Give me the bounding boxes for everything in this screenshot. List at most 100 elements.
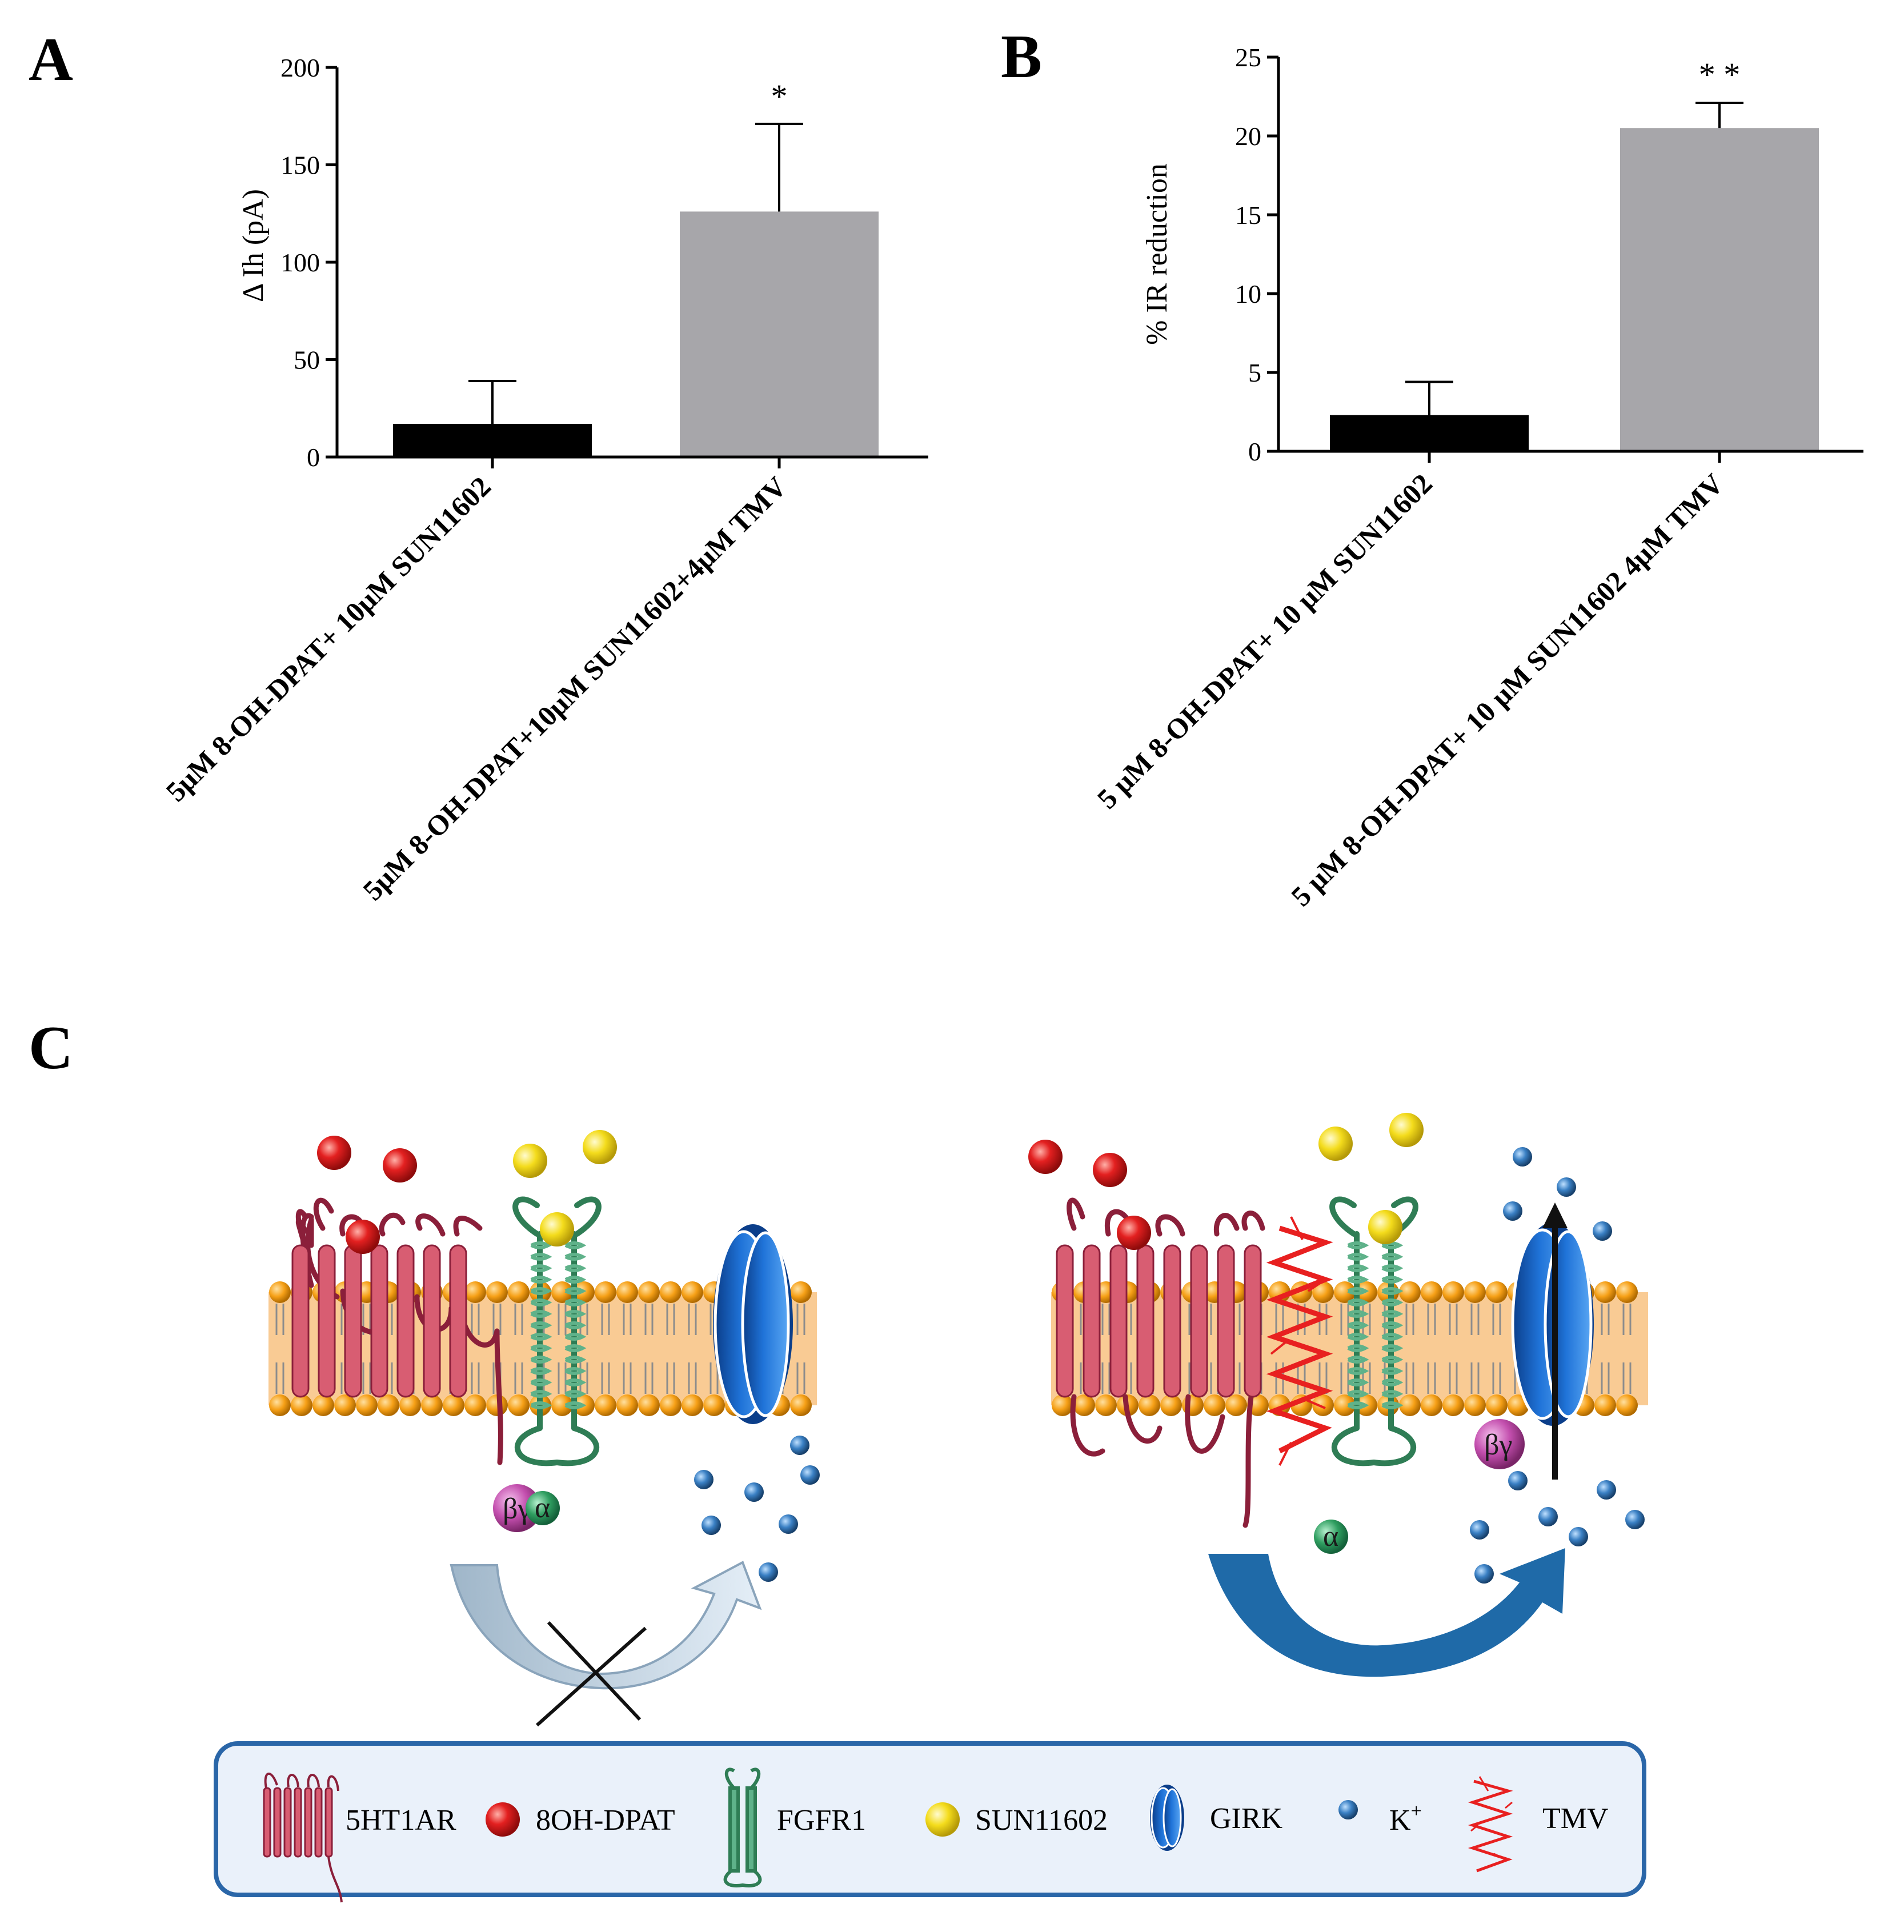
y-tick-label: 50 [294,346,320,375]
bar [1330,415,1529,451]
axes [335,67,928,459]
yellow-ball-icon [1318,1127,1353,1161]
yellow-ball-icon [925,1802,960,1837]
y-tick-label: 0 [307,443,320,472]
k-ion-icon [1557,1177,1576,1197]
blocked-arrow [450,1561,762,1727]
k-ion-icon [1513,1147,1532,1167]
alpha-label: α [1323,1520,1338,1553]
k-ion-icon [1470,1520,1489,1540]
legend-label-k: K+ [1389,1801,1422,1837]
efflux-arrow [1542,1203,1568,1480]
bar [1620,128,1819,451]
bars [1330,102,1819,463]
y-tick-label: 10 [1235,279,1261,308]
y-tick-label: 100 [280,248,320,277]
left-k-ions [694,1436,820,1582]
legend-label-tmv: TMV [1542,1802,1609,1835]
y-tick-label: 5 [1248,358,1261,387]
panel-letter-b: B [1001,23,1042,91]
red-ball-icon [486,1802,520,1837]
legend-label-fgfr1: FGFR1 [777,1804,866,1837]
y-tick-label: 200 [280,53,320,82]
cross-icon [547,1621,642,1721]
fgfr1-helix-coils [1347,1241,1404,1409]
bar [393,424,592,457]
k-ion-icon [744,1482,764,1502]
girk-channel [713,1224,793,1424]
red-ball-icon [1117,1216,1151,1250]
k-ion-icon [1625,1510,1645,1529]
k-ion-icon [800,1465,820,1485]
y-tick-label: 15 [1235,201,1261,230]
girk-channel-icon [1150,1785,1184,1851]
k-ion-icon [1569,1527,1588,1546]
panel-letter-a: A [29,26,73,94]
axes [1277,57,1863,453]
y-axis-title: Δ Ih (pA) [237,189,270,302]
5ht1ar-helices [291,1244,467,1398]
chart-b: % IR reduction 0 5 10 15 20 25 5 μM 8-OH-DPAT… [1091,43,1863,912]
k-ion-icon [1474,1564,1494,1584]
k-ion-icon [702,1516,721,1535]
k-ion-icon [1338,1800,1358,1819]
red-ball-icon [1028,1140,1063,1174]
k-ion-icon [779,1514,798,1534]
g-protein-left: βγ α [493,1484,560,1532]
y-tick-label: 20 [1235,122,1261,151]
y-tick-label: 150 [280,151,320,180]
y-tick-label: 25 [1235,43,1261,72]
k-ion-icon [759,1562,778,1582]
5ht1ar-helices [1056,1244,1262,1398]
right-ligands [1028,1113,1424,1250]
y-axis-title: % IR reduction [1141,163,1173,345]
beta-gamma-label: βγ [1484,1429,1512,1461]
category-label-1: 5μM 8-OH-DPAT+ 10μM SUN11602 [159,470,497,808]
y-ticks: 0 5 10 15 20 25 [1235,43,1278,466]
g-protein-right: βγ α [1314,1419,1525,1554]
5ht1ar-receptor [1067,1197,1265,1528]
tmv-icon [1266,1216,1333,1466]
tmv-icon [1468,1776,1513,1873]
yellow-ball-icon [513,1144,547,1178]
y-ticks: 0 50 100 150 200 [280,53,337,472]
legend-label-k-sup: + [1411,1801,1422,1822]
yellow-ball-icon [583,1130,617,1164]
legend-label-k-text: K [1389,1804,1411,1837]
fgfr1-receptor-icon [723,1767,762,1887]
legend-label-sun11602: SUN11602 [975,1804,1108,1837]
bars [393,122,879,468]
significance-marker: * * [1699,56,1741,93]
alpha-label: α [535,1492,550,1524]
cross-icon [535,1626,647,1727]
red-ball-icon [346,1220,380,1254]
red-ball-icon [383,1148,417,1183]
k-ion-icon [1593,1221,1612,1241]
fgfr1-helix-coils [530,1241,587,1409]
red-ball-icon [317,1136,351,1170]
k-ion-icon [790,1436,809,1455]
left-ligands [317,1130,617,1254]
legend-label-8oh-dpat: 8OH-DPAT [536,1804,675,1837]
k-ion-icon [1538,1507,1558,1526]
legend-label-5ht1ar: 5HT1AR [346,1804,456,1837]
right-k-ions [1470,1147,1645,1584]
yellow-ball-icon [540,1212,574,1246]
bar [680,211,879,457]
k-ion-icon [694,1470,714,1489]
yellow-ball-icon [1389,1113,1424,1147]
activation-arrow [1208,1548,1565,1677]
red-ball-icon [1093,1153,1127,1187]
legend: 5HT1AR 8OH-DPAT FGFR1 SUN11602 GIRK K+ T… [214,1741,1646,1903]
significance-marker: * [771,78,788,115]
y-tick-label: 0 [1248,437,1261,466]
membrane-diagram: βγ α [268,1113,1648,1727]
k-ion-icon [1508,1471,1528,1490]
category-label-1: 5 μM 8-OH-DPAT+ 10 μM SUN11602 [1091,467,1438,815]
yellow-ball-icon [1368,1210,1402,1244]
chart-a: Δ Ih (pA) 0 50 100 150 200 5μM 8-OH-DPAT+ 10… [159,53,928,907]
k-ion-icon [1503,1201,1522,1221]
legend-label-girk: GIRK [1210,1802,1283,1835]
panel-letter-c: C [29,1014,73,1082]
